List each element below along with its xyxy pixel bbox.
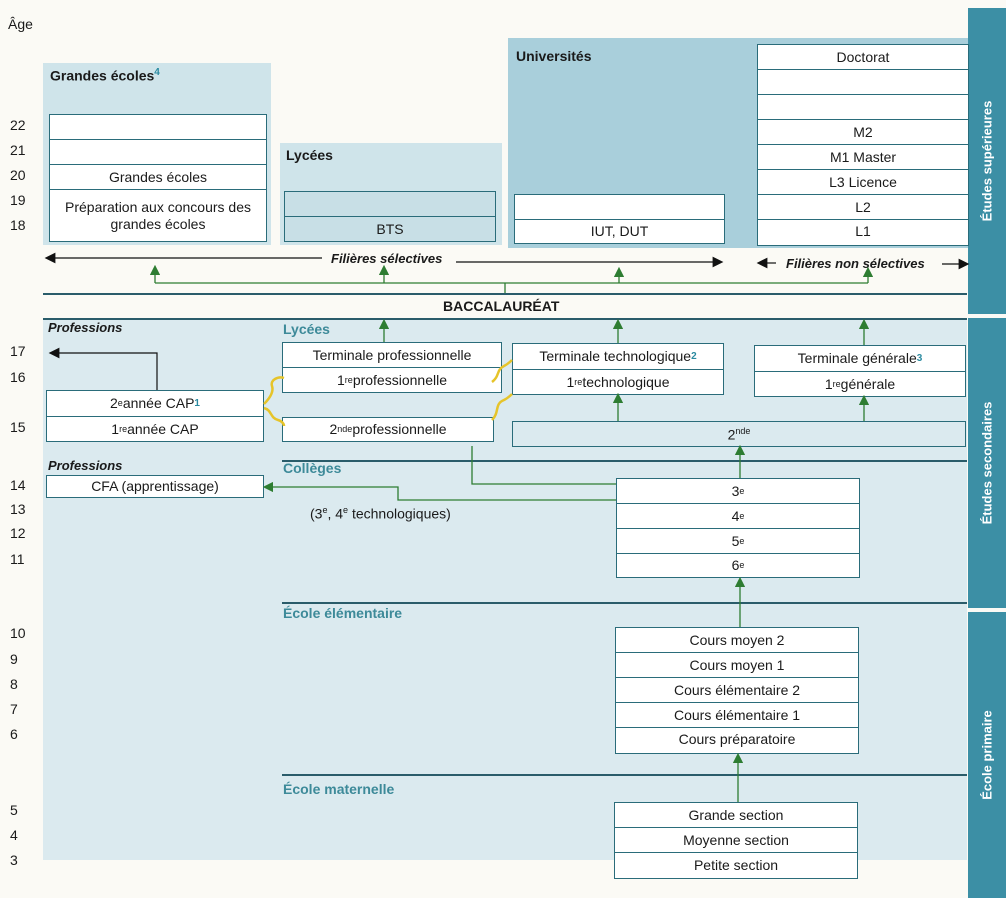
maternelle-level: Grande section: [615, 803, 857, 828]
filieres-selectives-label: Filières sélectives: [328, 251, 446, 266]
universite-level: [758, 95, 968, 120]
maternelle-title: École maternelle: [283, 781, 395, 797]
passerelle-cap-to-2nde-pro: [263, 406, 286, 427]
age-value: 7: [10, 701, 18, 717]
passerelle-cap-to-pro: [263, 376, 285, 405]
arrow-cap-to-professions: [48, 347, 158, 390]
age-value: 9: [10, 651, 18, 667]
universite-level: M2: [758, 120, 968, 145]
bac-line-bottom: [43, 318, 967, 320]
universite-level: [758, 70, 968, 95]
age-value: 22: [10, 117, 26, 133]
elementaire-level: Cours préparatoire: [678, 731, 796, 748]
age-value: 14: [10, 477, 26, 493]
professions-label-1: Professions: [48, 320, 123, 335]
elementaire-level: Cours moyen 2: [616, 628, 858, 653]
terminale-pro-box: Terminale professionnelle: [283, 343, 501, 368]
elementaire-level: Cours élémentaire 1: [616, 703, 858, 728]
sidebar-superieures: Études supérieures: [968, 8, 1006, 314]
cfa-box: CFA (apprentissage): [46, 475, 264, 498]
universites-title: Universités: [516, 48, 592, 64]
passerelle-pro-to-techno: [491, 359, 513, 383]
age-value: 16: [10, 369, 26, 385]
grandes-ecoles-empty-2: [50, 140, 266, 165]
iut-empty: [515, 195, 724, 220]
maternelle-line: [282, 774, 967, 776]
age-value: 12: [10, 525, 26, 541]
colleges-title: Collèges: [283, 460, 342, 476]
lycees-sec-title: Lycées: [283, 321, 330, 337]
elementaire-level: Cours moyen 1: [616, 653, 858, 678]
age-value: 3: [10, 852, 18, 868]
professions-label-2: Professions: [48, 458, 123, 473]
age-value: 17: [10, 343, 26, 359]
universite-level: L3 Licence: [758, 170, 968, 195]
age-value: 19: [10, 192, 26, 208]
grandes-ecoles-title: Grandes écoles4: [50, 67, 160, 84]
age-header: Âge: [8, 16, 33, 32]
age-value: 13: [10, 501, 26, 517]
age-value: 4: [10, 827, 18, 843]
universite-level: L2: [758, 195, 968, 220]
iut-stack: IUT, DUT: [514, 194, 725, 244]
maternelle-level: Petite section: [693, 857, 779, 874]
prepa-box: Préparation aux concours des grandes éco…: [65, 199, 251, 232]
filieres-non-selectives-label: Filières non sélectives: [784, 256, 927, 271]
universite-level: L1: [855, 223, 871, 240]
grandes-ecoles-stack: Grandes écoles Préparation aux concours …: [49, 114, 267, 242]
bts-box: BTS: [376, 220, 404, 237]
elementaire-title: École élémentaire: [283, 605, 403, 621]
lycees-sup-title: Lycées: [286, 147, 333, 163]
college-to-pro-line: [471, 446, 616, 485]
arrow-college-to-cfa: [262, 481, 616, 501]
universite-level: Doctorat: [758, 45, 968, 70]
sidebar-secondaires: Études secondaires: [968, 318, 1006, 608]
age-value: 21: [10, 142, 26, 158]
bac-line-top: [43, 293, 967, 295]
bts-stack: BTS: [284, 191, 496, 242]
age-value: 20: [10, 167, 26, 183]
baccalaureat-label: BACCALAURÉAT: [443, 298, 560, 314]
age-value: 5: [10, 802, 18, 818]
age-value: 18: [10, 217, 26, 233]
age-value: 10: [10, 625, 26, 641]
age-value: 8: [10, 676, 18, 692]
iut-box: IUT, DUT: [590, 223, 649, 240]
colleges-line: [282, 460, 967, 462]
grandes-ecoles-box: Grandes écoles: [50, 165, 266, 190]
age-value: 6: [10, 726, 18, 742]
grandes-ecoles-empty-1: [50, 115, 266, 140]
universite-level: M1 Master: [758, 145, 968, 170]
age-value: 15: [10, 419, 26, 435]
bts-empty: [285, 192, 495, 217]
maternelle-level: Moyenne section: [615, 828, 857, 853]
passerelle-2nde-pro-to-techno: [491, 393, 513, 421]
elementaire-line: [282, 602, 967, 604]
age-value: 11: [10, 551, 25, 567]
elementaire-level: Cours élémentaire 2: [616, 678, 858, 703]
sidebar-primaire: École primaire: [968, 612, 1006, 898]
techno-note: (3e, 4e technologiques): [310, 505, 451, 522]
